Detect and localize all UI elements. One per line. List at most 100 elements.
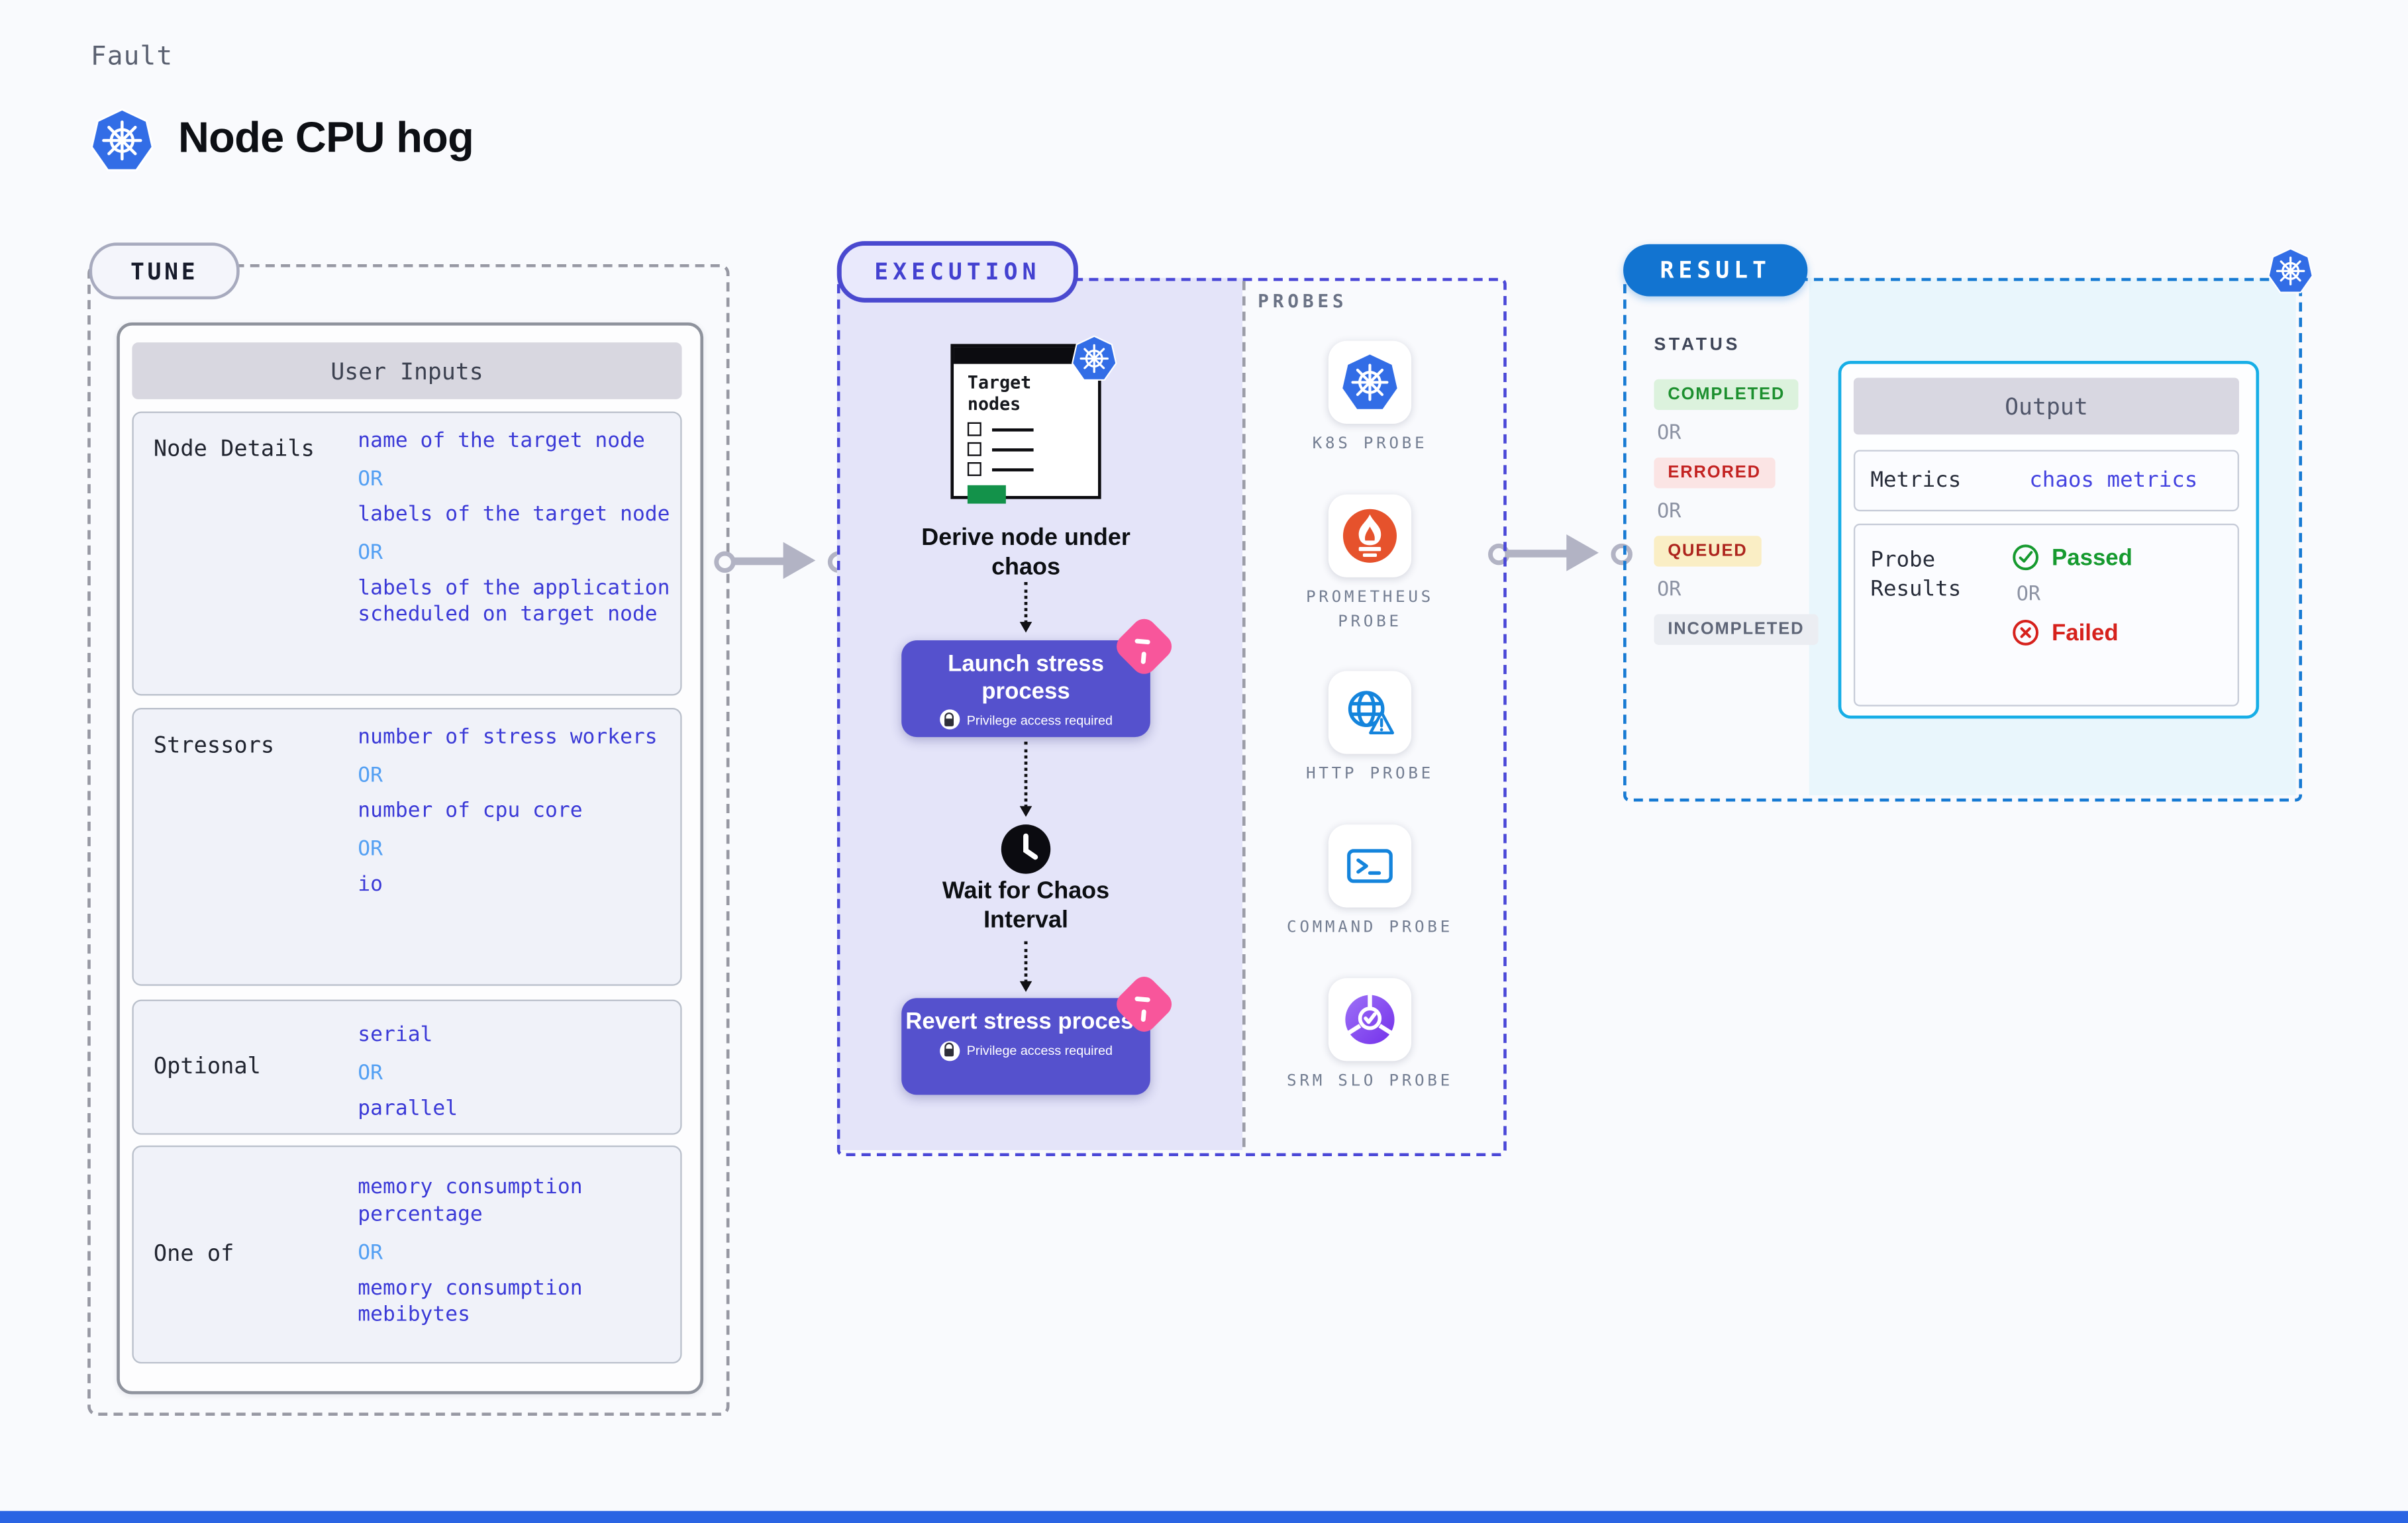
flow-arrow (1019, 941, 1032, 993)
row-label: Stressors (153, 734, 275, 759)
checkbox-item (967, 462, 1098, 476)
launch-stress-process-step: Launch stress process Privilege access r… (901, 614, 1177, 738)
chaos-metrics-value: chaos metrics (2029, 468, 2198, 493)
tune-badge: TUNE (89, 242, 240, 300)
result-badge: RESULT (1623, 244, 1808, 297)
row-value: name of the target node (358, 428, 645, 454)
page-title: Node CPU hog (177, 113, 474, 162)
srm-slo-probe-icon (1339, 989, 1401, 1050)
probe-item-k8s: K8S PROBE (1312, 340, 1428, 458)
passed-check-icon (2012, 544, 2040, 571)
or-label: OR (358, 1240, 383, 1265)
row-values: serial OR parallel (358, 1001, 680, 1133)
or-label: OR (358, 763, 383, 788)
checkbox-line (992, 448, 1034, 452)
failed-x-icon (2012, 619, 2040, 647)
status-badge-queued: QUEUED (1654, 536, 1762, 567)
row-value: serial (358, 1022, 433, 1048)
tune-row-optional: Optional serial OR parallel (132, 999, 682, 1135)
row-value: io (358, 871, 383, 897)
row-value: labels of the target node (358, 501, 670, 526)
or-label: OR (2016, 583, 2041, 607)
row-value: number of stress workers (358, 724, 658, 750)
footer-accent-bar (0, 1510, 2408, 1523)
row-label: Optional (153, 1055, 261, 1080)
passed-label: Passed (2052, 544, 2132, 571)
row-values: number of stress workers OR number of cp… (358, 709, 680, 984)
probe-item-srm-slo: SRM SLO PROBE (1287, 977, 1453, 1095)
probe-item-prometheus: PROMETHEUS PROBE (1276, 494, 1464, 634)
row-value: labels of the application scheduled on t… (358, 575, 670, 628)
execution-badge: EXECUTION (836, 241, 1078, 303)
probe-label: K8S PROBE (1312, 434, 1428, 454)
checkbox-item (967, 442, 1098, 456)
checkbox-icon (967, 462, 981, 476)
or-label: OR (1657, 579, 1681, 603)
command-probe-icon (1340, 837, 1399, 895)
probe-label: PROMETHEUS PROBE (1305, 587, 1434, 630)
row-values: name of the target node OR labels of the… (358, 413, 680, 694)
probe-label: SRM SLO PROBE (1287, 1071, 1453, 1090)
or-label: OR (1657, 500, 1681, 524)
target-card-title: Target nodes (967, 371, 1032, 415)
flow-arrow (1019, 742, 1032, 817)
privilege-label: Privilege access required (966, 1042, 1113, 1059)
kubernetes-probe-icon (1339, 352, 1401, 413)
or-label: OR (358, 466, 383, 491)
probe-item-http: HTTP PROBE (1306, 671, 1434, 788)
progress-rect (967, 485, 1006, 504)
or-label: OR (358, 836, 383, 861)
row-value: number of cpu core (358, 798, 583, 823)
derive-node-label: Derive node under chaos (921, 525, 1130, 581)
kubernetes-badge-icon (1070, 335, 1118, 383)
tune-dashed-container (87, 264, 730, 1416)
clock-icon (1000, 823, 1052, 875)
prometheus-probe-icon (1340, 507, 1399, 565)
tune-row-node-details: Node Details name of the target node OR … (132, 411, 682, 696)
checkbox-icon (967, 442, 981, 456)
probe-results-values: Passed OR Failed (2012, 544, 2132, 705)
probe-results-label: Probe Results (1870, 548, 1962, 602)
passed-row: Passed (2012, 544, 2132, 571)
probes-list: K8S PROBE PROMETHEUS PROBE HTTP PROBE CO… (1275, 340, 1466, 1095)
kubernetes-corner-icon (2267, 247, 2315, 295)
or-label: OR (358, 540, 383, 565)
user-inputs-header: User Inputs (132, 342, 682, 399)
privilege-row: Privilege access required (901, 710, 1150, 730)
probe-card (1328, 340, 1412, 424)
probes-divider (1242, 281, 1246, 1148)
lock-icon (939, 1040, 960, 1061)
tune-row-one-of: One of memory consumption percentage OR … (132, 1145, 682, 1364)
wait-chaos-interval-label: Wait for Chaos Interval (942, 878, 1110, 934)
result-dashed-container (1623, 277, 2303, 802)
status-list: COMPLETED OR ERRORED OR QUEUED OR INCOMP… (1654, 379, 1819, 645)
kubernetes-logo-icon (89, 107, 155, 173)
fault-kicker-label: Fault (90, 41, 174, 72)
checkbox-item (967, 422, 1098, 436)
status-badge-completed: COMPLETED (1654, 379, 1799, 411)
privilege-row: Privilege access required (901, 1040, 1150, 1061)
output-header: Output (1853, 377, 2239, 435)
probe-results-row: Probe Results Passed OR Failed (1853, 523, 2239, 707)
probe-card (1328, 671, 1412, 755)
checkbox-line (992, 467, 1034, 471)
execution-dashed-container (836, 277, 1507, 1157)
arrow-tune-to-execution (714, 542, 850, 579)
output-card: Output Metrics chaos metrics Probe Resul… (1838, 360, 2260, 719)
row-value: memory consumption percentage (358, 1174, 583, 1227)
or-label: OR (1657, 422, 1681, 446)
failed-label: Failed (2052, 619, 2119, 646)
probe-card (1328, 494, 1412, 577)
failed-row: Failed (2012, 619, 2132, 647)
probe-label: HTTP PROBE (1305, 765, 1434, 784)
lock-icon (939, 710, 960, 730)
launch-stress-label: Launch stress process (948, 651, 1104, 705)
checkbox-line (992, 428, 1034, 432)
revert-stress-label: Revert stress process (905, 1008, 1146, 1035)
row-label: Node Details (153, 437, 315, 462)
metrics-row: Metrics chaos metrics (1853, 450, 2239, 512)
metrics-label: Metrics (1870, 468, 1962, 493)
row-value: memory consumption mebibytes (358, 1275, 583, 1328)
probe-card (1328, 824, 1412, 908)
status-badge-incompleted: INCOMPLETED (1654, 614, 1819, 645)
